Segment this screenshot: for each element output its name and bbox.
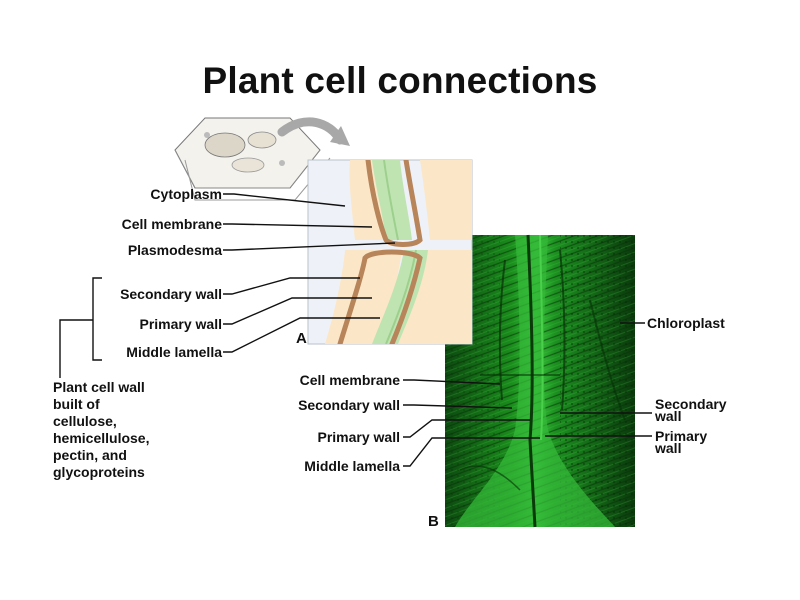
description-line: glycoproteins (53, 464, 145, 480)
panel-letter-a: A (296, 330, 307, 347)
panel-a-leaders (59, 193, 396, 378)
label-cell-membrane-b: Cell membrane (300, 372, 401, 388)
panel-a-labels: Cytoplasm Cell membrane Plasmodesma Seco… (120, 186, 307, 360)
description-line: cellulose, (53, 413, 117, 429)
label-middle-lamella-b: Middle lamella (304, 458, 400, 474)
label-chloroplast: Chloroplast (647, 315, 725, 331)
description-line: hemicellulose, (53, 430, 150, 446)
panel-b-leaders (403, 322, 652, 467)
diagram-panel-a (307, 159, 473, 345)
arrowhead-icon (330, 126, 350, 146)
panel-b-labels: Cell membrane Secondary wall Primary wal… (298, 315, 727, 530)
label-primary-wall-b: Primary wall (318, 429, 401, 445)
label-primary-wall-right-line1: Primary (655, 428, 707, 444)
page-title: Plant cell connections (202, 60, 598, 101)
cell-wall-description: Plant cell wall built of cellulose, hemi… (53, 379, 233, 481)
description-line: Plant cell wall (53, 379, 145, 395)
panel-letter-b: B (428, 513, 439, 530)
label-primary-wall-a: Primary wall (140, 316, 223, 332)
label-middle-lamella-a: Middle lamella (126, 344, 222, 360)
label-secondary-wall-right-line1: Secondary (655, 396, 727, 412)
label-primary-wall-right-line2: wall (654, 440, 681, 456)
label-plasmodesma: Plasmodesma (128, 242, 222, 258)
label-cytoplasm: Cytoplasm (150, 186, 222, 202)
description-line: built of (53, 396, 100, 412)
label-cell-membrane-a: Cell membrane (122, 216, 223, 232)
micrograph-panel-b (445, 234, 635, 528)
description-line: pectin, and (53, 447, 127, 463)
label-secondary-wall-right-line2: wall (654, 408, 681, 424)
label-secondary-wall-b: Secondary wall (298, 397, 400, 413)
label-secondary-wall-a: Secondary wall (120, 286, 222, 302)
